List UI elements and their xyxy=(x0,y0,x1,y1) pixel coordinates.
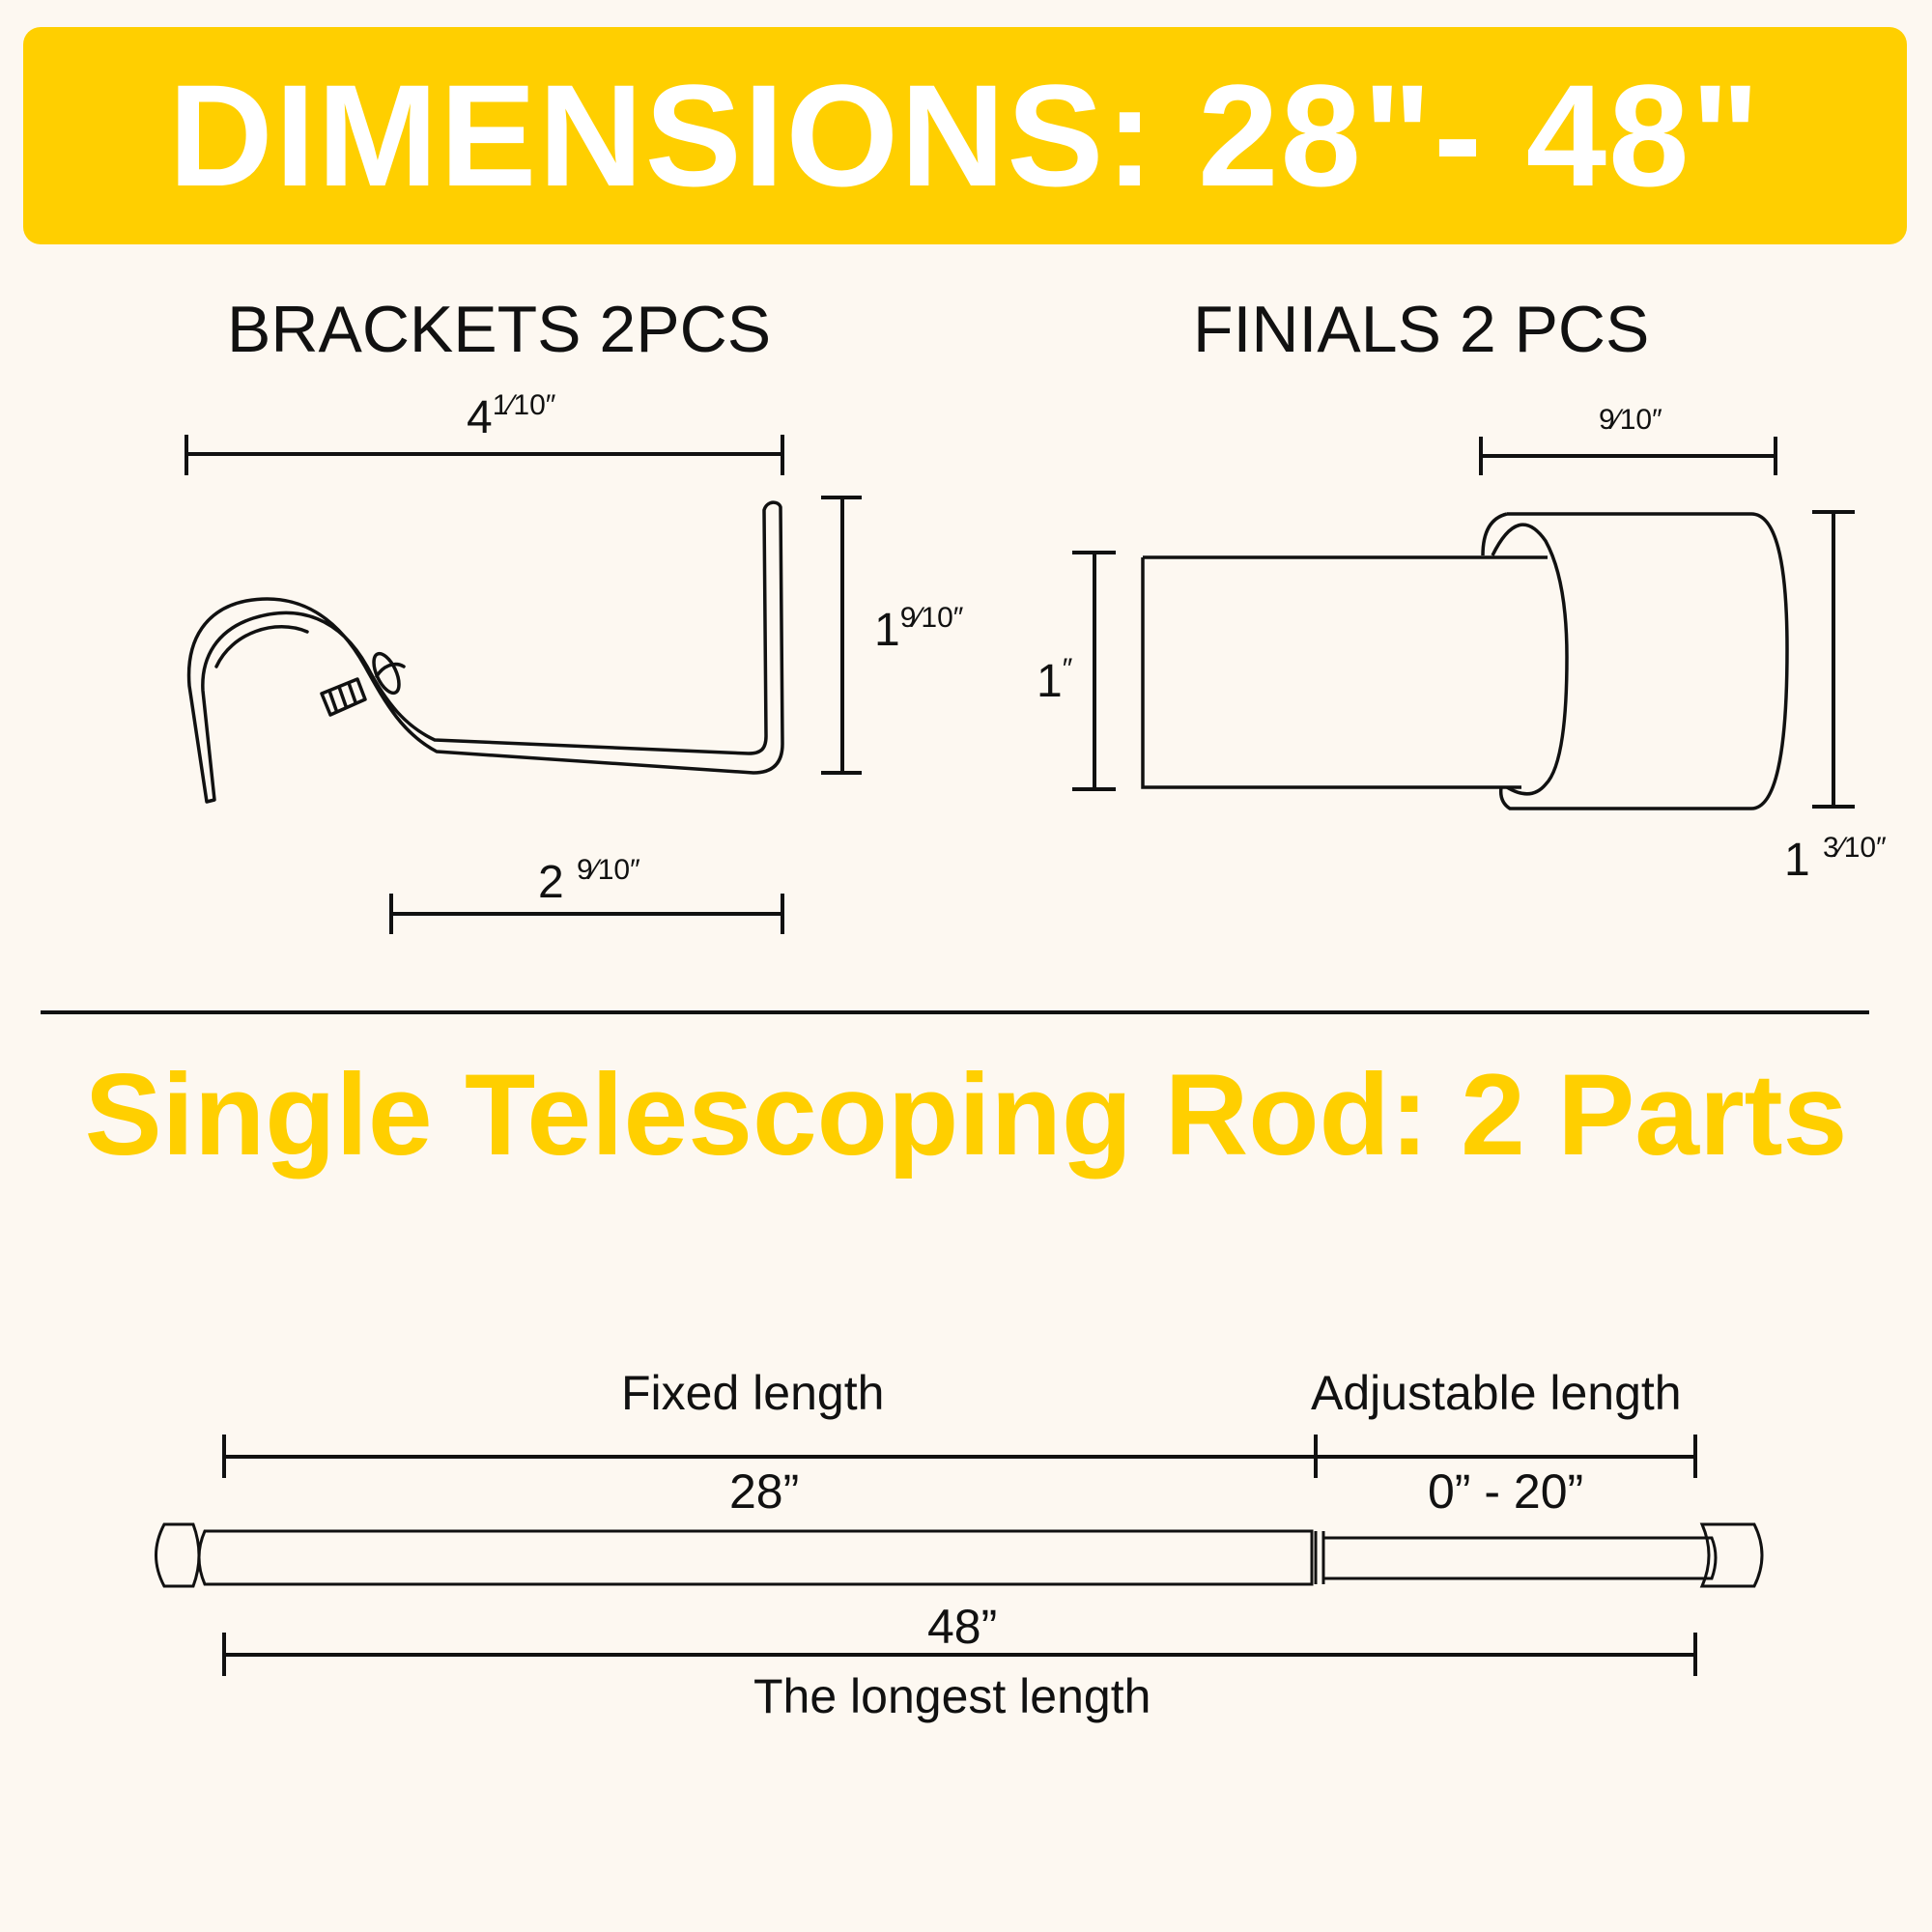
bracket-depth-label: 2 9⁄10″ xyxy=(538,854,640,908)
finial-outer-dimension xyxy=(1812,510,1855,809)
adjustable-length-label: Adjustable length xyxy=(1311,1366,1682,1420)
adjustable-length-value: 0” - 20” xyxy=(1428,1464,1584,1519)
finial-outer-label: 1 3⁄10″ xyxy=(1784,832,1887,886)
total-length-value: 48” xyxy=(927,1600,998,1654)
banner-title: DIMENSIONS: 28"- 48" xyxy=(168,54,1762,216)
telescoping-rod-drawing xyxy=(155,1522,1764,1588)
bracket-width-label: 41⁄10″ xyxy=(467,389,556,443)
finial-cap-label: 9⁄10″ xyxy=(1599,404,1662,436)
finial-drawing xyxy=(1141,512,1789,810)
finials-title: FINIALS 2 PCS xyxy=(1193,293,1650,366)
finial-cap-dimension xyxy=(1479,437,1777,475)
finial-inner-label: 1″ xyxy=(1037,653,1073,707)
bracket-height-label: 19⁄10″ xyxy=(874,602,964,656)
fixed-length-value: 28” xyxy=(729,1464,800,1519)
bracket-depth-dimension xyxy=(389,894,784,934)
bracket-drawing xyxy=(186,500,784,804)
finial-inner-dimension xyxy=(1072,551,1116,791)
bracket-width-dimension xyxy=(185,435,784,475)
fixed-length-dimension xyxy=(222,1435,1316,1478)
rod-title: Single Telescoping Rod: 2 Parts xyxy=(84,1050,1848,1179)
brackets-title: BRACKETS 2PCS xyxy=(227,293,772,366)
bracket-height-dimension xyxy=(821,496,862,775)
total-length-label: The longest length xyxy=(753,1669,1151,1723)
fixed-length-label: Fixed length xyxy=(621,1366,885,1420)
total-length-dimension xyxy=(222,1633,1697,1676)
header-banner: DIMENSIONS: 28"- 48" xyxy=(23,27,1907,244)
adjustable-length-dimension xyxy=(1314,1435,1697,1478)
